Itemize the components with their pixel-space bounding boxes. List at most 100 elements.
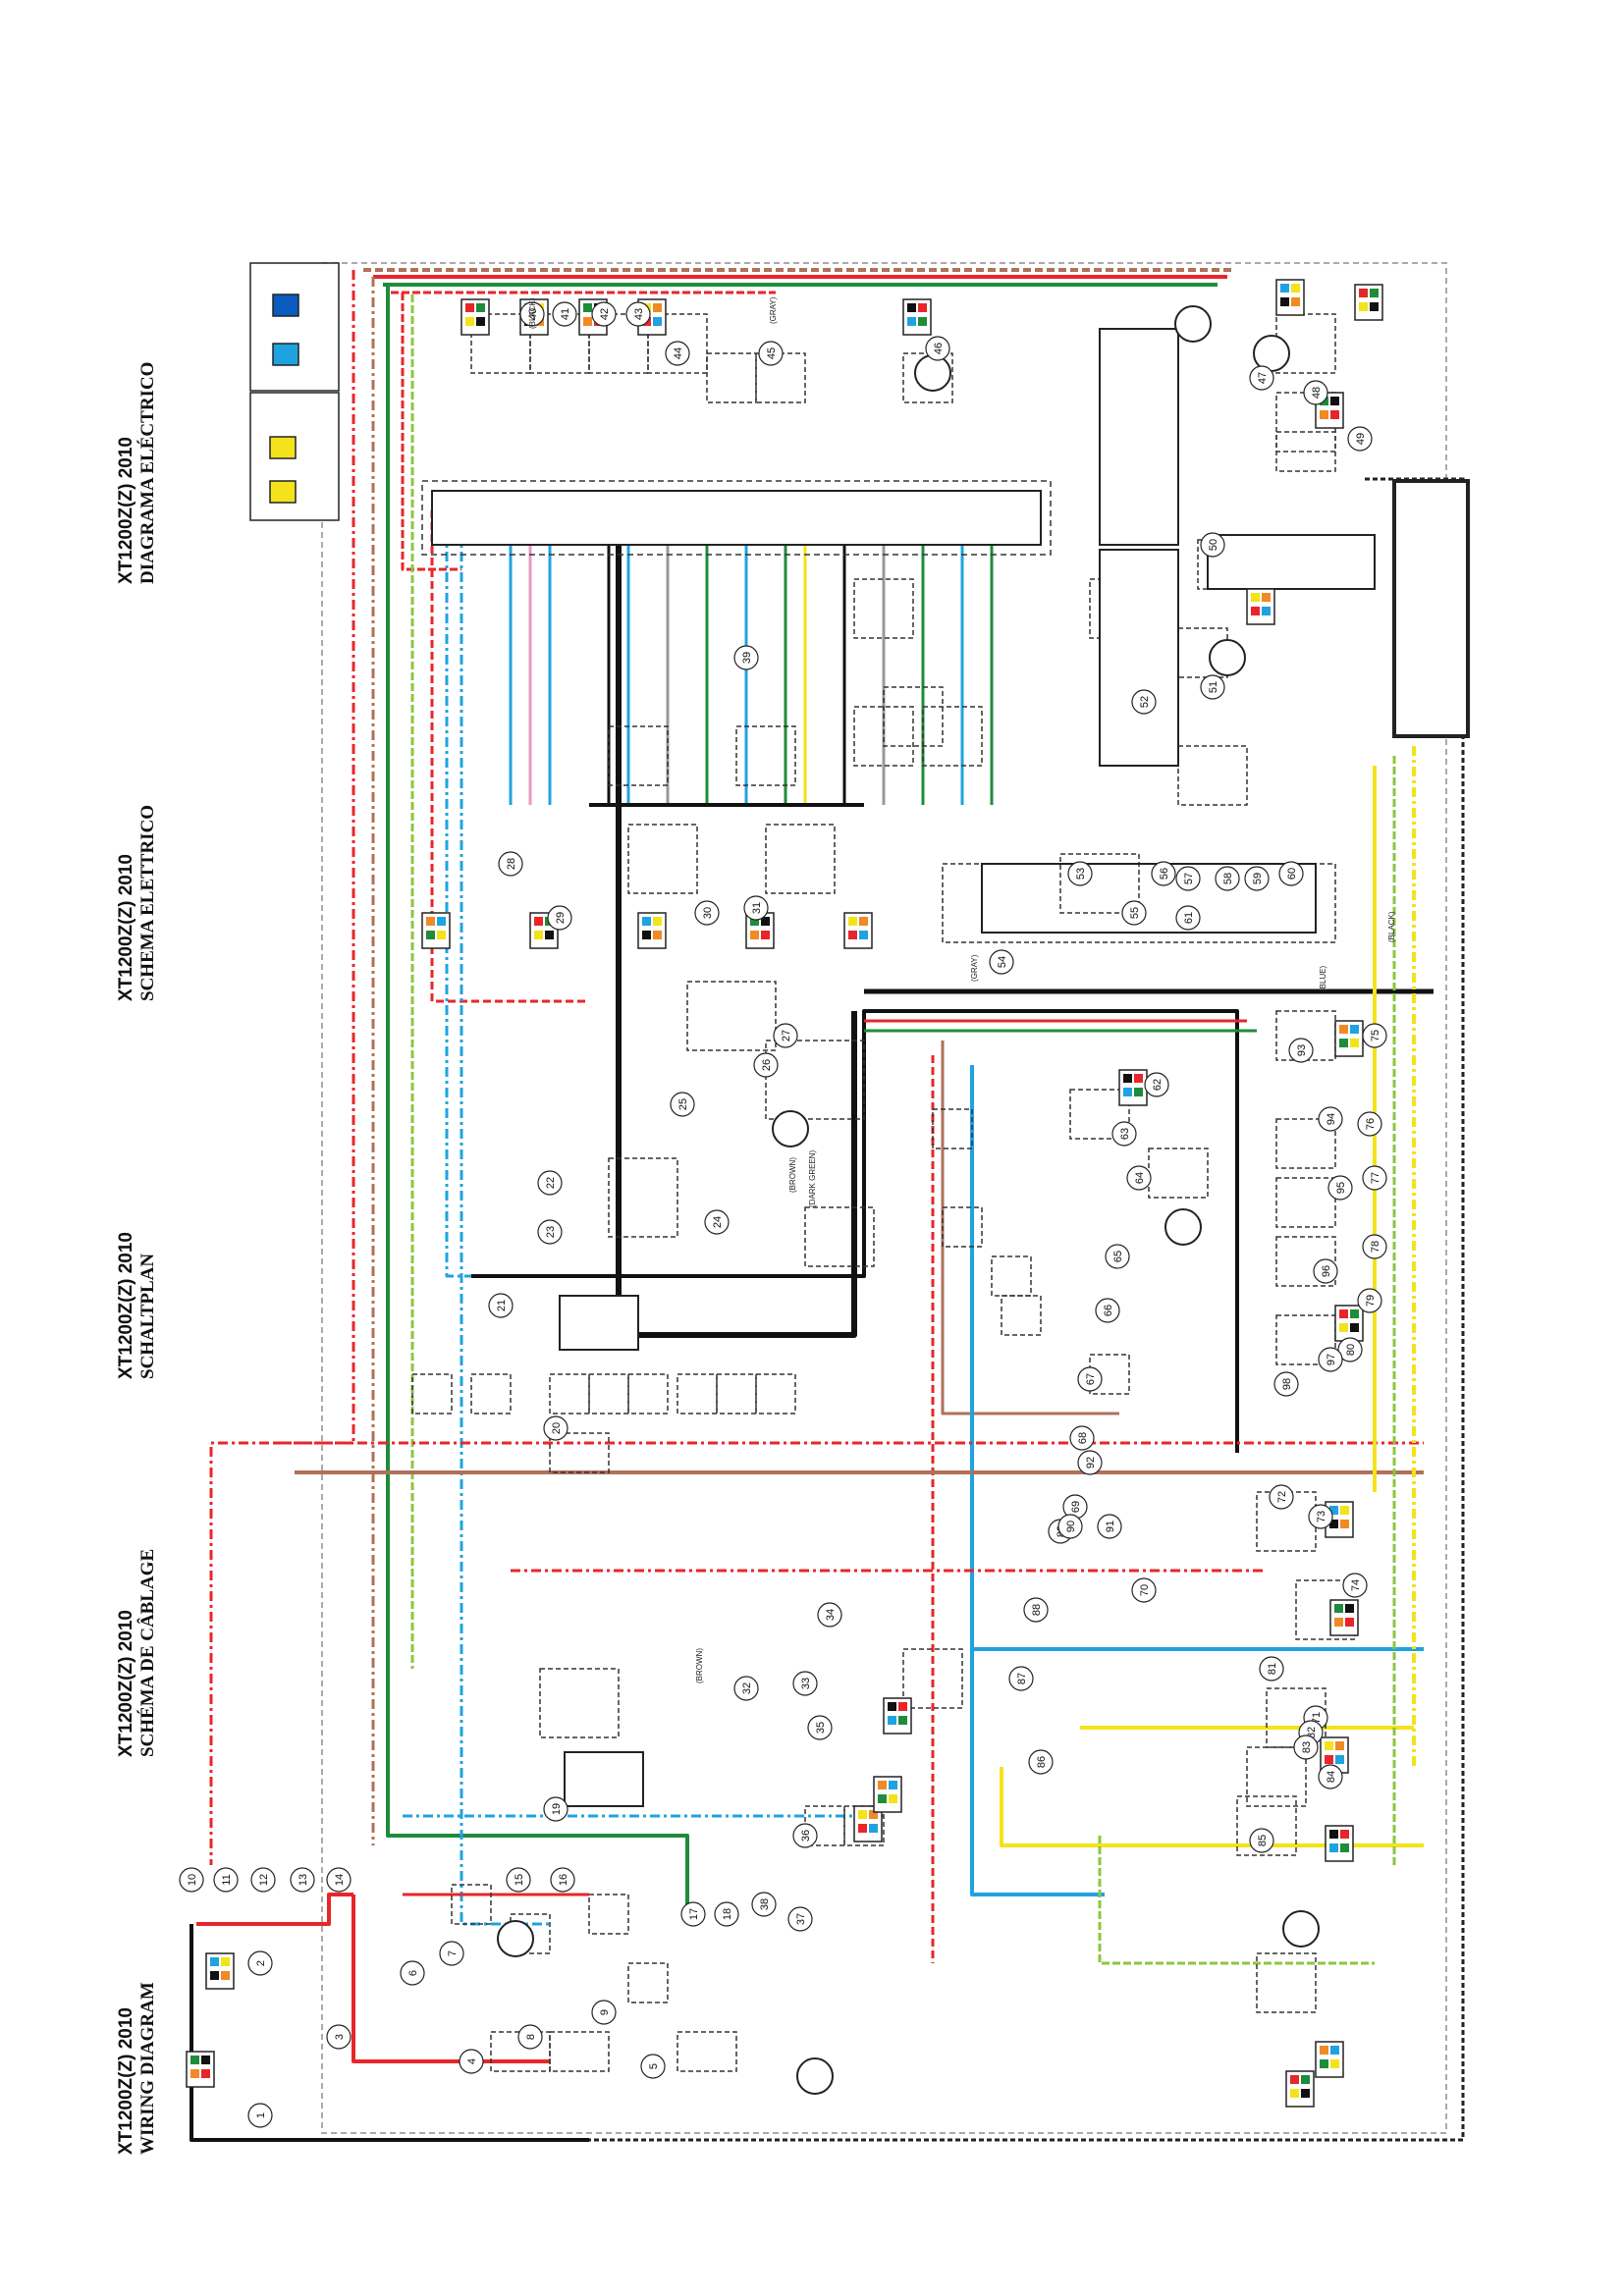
component-label-circle (1028, 1749, 1054, 1775)
device-circle (1282, 1910, 1320, 1948)
title-block-de: XT1200Z(Z) 2010 SCHALTPLAN (116, 1183, 159, 1379)
component-label-circle (1249, 365, 1274, 391)
component-number: 70 (1139, 1584, 1151, 1596)
component-label-68: 68 (1069, 1425, 1095, 1451)
component-number: 46 (933, 343, 945, 354)
connector-block-1 (1099, 328, 1179, 546)
title-block-en: XT1200Z(Z) 2010 WIRING DIAGRAM (116, 1929, 159, 2155)
component-box (1275, 1118, 1336, 1169)
connector-pin (1320, 2059, 1328, 2068)
connector-pin (1330, 2059, 1339, 2068)
component-label-circle (1077, 1450, 1103, 1475)
component-box (451, 1884, 492, 1925)
title-model: XT1200Z(Z) 2010 (116, 1610, 136, 1757)
connector-pin (1329, 1843, 1338, 1852)
component-label-circle (1362, 1023, 1387, 1048)
connector-pin (888, 1716, 896, 1725)
connector-pin (918, 317, 927, 326)
component-number: 59 (1252, 873, 1264, 884)
component-label-85: 85 (1249, 1828, 1274, 1853)
component-label-circle (543, 1796, 568, 1822)
component-label-88: 88 (1023, 1597, 1049, 1623)
connector-pin (1330, 2046, 1339, 2055)
component-label-66: 66 (1095, 1298, 1120, 1323)
component-number: 55 (1129, 907, 1141, 919)
wire-red-bottom-left (196, 1893, 353, 1926)
connector-pin (1134, 1088, 1143, 1096)
component-label-circle (733, 1676, 759, 1701)
component-label-circle (1151, 861, 1176, 886)
ecu-frame (421, 480, 1052, 556)
component-label-circle (625, 301, 651, 327)
component-label-circle (758, 341, 784, 366)
connector-pin (653, 303, 662, 312)
connector-pin (1340, 1830, 1349, 1839)
component-label-circle (1121, 900, 1147, 926)
component-label-circle (743, 895, 769, 921)
component-label-1: 1 (247, 2103, 273, 2128)
component-label-circle (1273, 1371, 1299, 1397)
component-label-83: 83 (1293, 1735, 1319, 1760)
component-number: 18 (722, 1908, 733, 1920)
component-number: 36 (800, 1830, 812, 1842)
wire-harness (189, 268, 1434, 2142)
component-number: 47 (1257, 372, 1269, 384)
component-number: 16 (558, 1874, 569, 1886)
component-label-55: 55 (1121, 900, 1147, 926)
component-box (677, 1373, 718, 1415)
component-label-33: 33 (792, 1671, 818, 1696)
ecu-block (431, 490, 1042, 546)
connector-pin (878, 1781, 887, 1789)
component-label-circle (1337, 1337, 1363, 1362)
wire-yellow-lower2 (1000, 1767, 1424, 1847)
component-box (1275, 1177, 1336, 1228)
component-number: 62 (1152, 1079, 1164, 1091)
component-box (686, 981, 777, 1051)
device-circle (497, 1920, 534, 1957)
component-number: 91 (1105, 1521, 1116, 1532)
device-circle (914, 354, 951, 392)
title-block-it: XT1200Z(Z) 2010 SCHEMA ELETTRICO (116, 775, 159, 1001)
connector-pin (1339, 1025, 1348, 1034)
component-label-circle (290, 1867, 315, 1893)
component-label-4: 4 (459, 2049, 484, 2074)
component-label-circle (1126, 1165, 1152, 1191)
component-label-96: 96 (1313, 1258, 1338, 1284)
component-number: 94 (1326, 1113, 1337, 1125)
component-number: 1 (255, 2112, 267, 2118)
component-label-circle (247, 1950, 273, 1976)
legend-swatch (269, 436, 297, 459)
component-label-27: 27 (773, 1023, 798, 1048)
component-label-circle (1131, 1577, 1157, 1603)
connector-pin (1339, 1039, 1348, 1047)
component-number: 6 (407, 1970, 419, 1976)
component-label-15: 15 (506, 1867, 531, 1893)
connector-pin (583, 303, 592, 312)
connector-pin (583, 317, 592, 326)
component-label-circle (792, 1823, 818, 1848)
component-number: 97 (1326, 1354, 1337, 1365)
component-label-circle (1249, 1828, 1274, 1853)
component-number: 23 (545, 1226, 557, 1238)
component-number: 5 (648, 2063, 660, 2069)
component-label-circle (439, 1941, 464, 1966)
connector-pin (1262, 593, 1271, 602)
connector-pin (1340, 1843, 1349, 1852)
component-label-circle (517, 2024, 543, 2050)
component-label-67: 67 (1077, 1366, 1103, 1392)
legend-swatch (269, 480, 297, 504)
component-label-64: 64 (1126, 1165, 1152, 1191)
connector-pin (1350, 1025, 1359, 1034)
component-label-48: 48 (1303, 380, 1328, 405)
legend-swatch (272, 294, 299, 317)
component-label-circle (1215, 866, 1240, 891)
title-block-es: XT1200Z(Z) 2010 DIAGRAMA ELÉCTRICO (116, 339, 159, 584)
component-label-circle (751, 1892, 777, 1917)
component-number: 26 (761, 1059, 773, 1071)
component-label-circle (1144, 1072, 1169, 1097)
component-number: 3 (334, 2034, 346, 2040)
component-label-circle (591, 2000, 617, 2025)
connector-caption: (GRAY) (769, 296, 778, 324)
component-number: 84 (1326, 1771, 1337, 1783)
connector-caption: (BROWN) (695, 1648, 704, 1683)
